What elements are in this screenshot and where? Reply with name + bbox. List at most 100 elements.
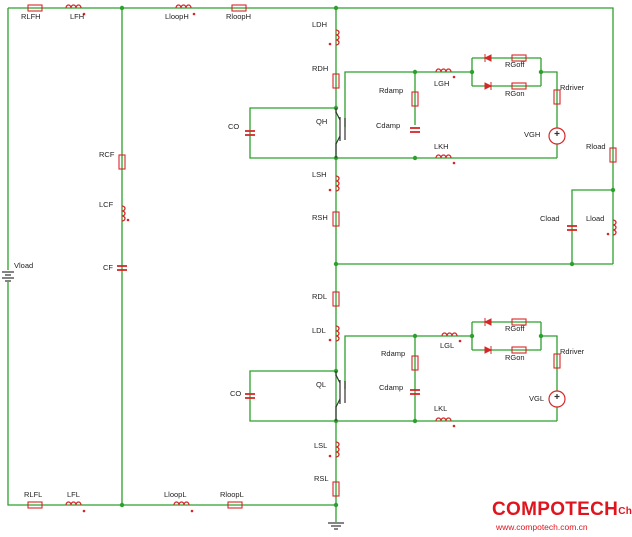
label-lgh: LGH [434, 79, 449, 88]
label-ql: QL [316, 380, 326, 389]
inductor-lsl [335, 441, 340, 458]
source-vgl [548, 390, 566, 408]
inductor-lgh [435, 68, 452, 73]
label-lfl: LFL [67, 490, 80, 499]
label-lkl: LKL [434, 404, 447, 413]
label-vgl: VGL [529, 394, 544, 403]
capacitor-cdamp-l [410, 389, 420, 395]
ground-icon [328, 522, 344, 530]
label-lloopl: LloopL [164, 490, 187, 499]
label-rsh: RSH [312, 213, 328, 222]
inductor-lkh [435, 154, 452, 159]
label-rdriver-l: Rdriver [560, 347, 585, 356]
label-rgoff-h: RGoff [505, 60, 525, 69]
resistor-rdl [332, 291, 340, 307]
capacitors [117, 127, 577, 399]
label-vload: Vload [14, 261, 33, 270]
resistor-rgon-l [511, 346, 527, 354]
component-labels: RLFH LFH LloopH RloopH LDH RDH Rdamp LGH… [14, 12, 606, 499]
resistor-rdamp-l [411, 355, 419, 371]
diode-off-l [483, 318, 492, 326]
label-rgoff-l: RGoff [505, 324, 525, 333]
label-lfh: LFH [70, 12, 84, 21]
resistor-rdamp-h [411, 91, 419, 107]
inductor-lgl [441, 332, 458, 337]
label-rsl: RSL [314, 474, 329, 483]
resistor-rsl [332, 481, 340, 497]
resistor-rgoff-l [511, 318, 527, 326]
logo-suffix: China [618, 506, 632, 517]
resistor-rdriver-h [553, 89, 561, 105]
label-ldh: LDH [312, 20, 327, 29]
resistor-rcf [118, 154, 126, 170]
label-cdamp-l: Cdamp [379, 383, 403, 392]
resistor-rlfh [27, 4, 43, 12]
label-cload: Cload [540, 214, 560, 223]
logo-url: www.compotech.com.cn [496, 522, 588, 532]
inductor-lsh [335, 175, 340, 192]
resistor-rload [609, 147, 617, 163]
source-vgh [548, 127, 566, 145]
inductor-ldl [335, 325, 340, 342]
resistors [27, 4, 617, 509]
inductor-lload [612, 219, 617, 236]
resistor-rgon-h [511, 82, 527, 90]
label-rdriver-h: Rdriver [560, 83, 585, 92]
label-co-h: CO [228, 122, 239, 131]
capacitor-cf [117, 265, 127, 271]
label-co-l: CO [230, 389, 241, 398]
label-rload: Rload [586, 142, 606, 151]
inductor-lfh [65, 4, 82, 9]
label-rdh: RDH [312, 64, 328, 73]
resistor-rloopl [227, 501, 243, 509]
diode-off-h [483, 54, 492, 62]
mosfet-ql [335, 371, 346, 421]
label-rlfh: RLFH [21, 12, 41, 21]
capacitor-cdamp-h [410, 127, 420, 133]
capacitor-cload [567, 225, 577, 231]
inductors [65, 4, 617, 506]
capacitor-co-l [245, 393, 255, 399]
resistor-rlooph [231, 4, 247, 12]
mosfet-qh [335, 108, 346, 158]
label-lload: Lload [586, 214, 604, 223]
label-rgon-l: RGon [505, 353, 525, 362]
inductor-lloopl [173, 501, 190, 506]
compotech-logo: COMPOTECHChina [492, 499, 632, 521]
resistor-rsh [332, 211, 340, 227]
diode-on-l [484, 346, 493, 354]
label-cdamp-h: Cdamp [376, 121, 400, 130]
diode-on-h [484, 82, 493, 90]
battery-vload [2, 270, 14, 282]
capacitor-co-h [245, 130, 255, 136]
label-rcf: RCF [99, 150, 115, 159]
label-qh: QH [316, 117, 327, 126]
label-lcf: LCF [99, 200, 114, 209]
resistor-rdh [332, 73, 340, 89]
label-rgon-h: RGon [505, 89, 525, 98]
inductor-lkl [435, 417, 452, 422]
label-rlooph: RloopH [226, 12, 251, 21]
label-lgl: LGL [440, 341, 454, 350]
inductor-lfl [65, 501, 82, 506]
label-rdamp-l: Rdamp [381, 349, 405, 358]
voltage-sources [2, 127, 566, 408]
wiring [7, 7, 614, 522]
label-rlfl: RLFL [24, 490, 42, 499]
label-cf: CF [103, 263, 113, 272]
label-rloopl: RloopL [220, 490, 244, 499]
resistor-rdriver-l [553, 353, 561, 369]
label-vgh: VGH [524, 130, 540, 139]
diodes [483, 54, 493, 354]
label-lsh: LSH [312, 170, 327, 179]
inductor-ldh [335, 29, 340, 46]
label-rdl: RDL [312, 292, 327, 301]
label-ldl: LDL [312, 326, 326, 335]
logo-brand: COMPOTECH [492, 499, 619, 520]
label-lsl: LSL [314, 441, 327, 450]
label-lkh: LKH [434, 142, 449, 151]
resistor-rgoff-h [511, 54, 527, 62]
label-rdamp-h: Rdamp [379, 86, 403, 95]
resistor-rlfl [27, 501, 43, 509]
